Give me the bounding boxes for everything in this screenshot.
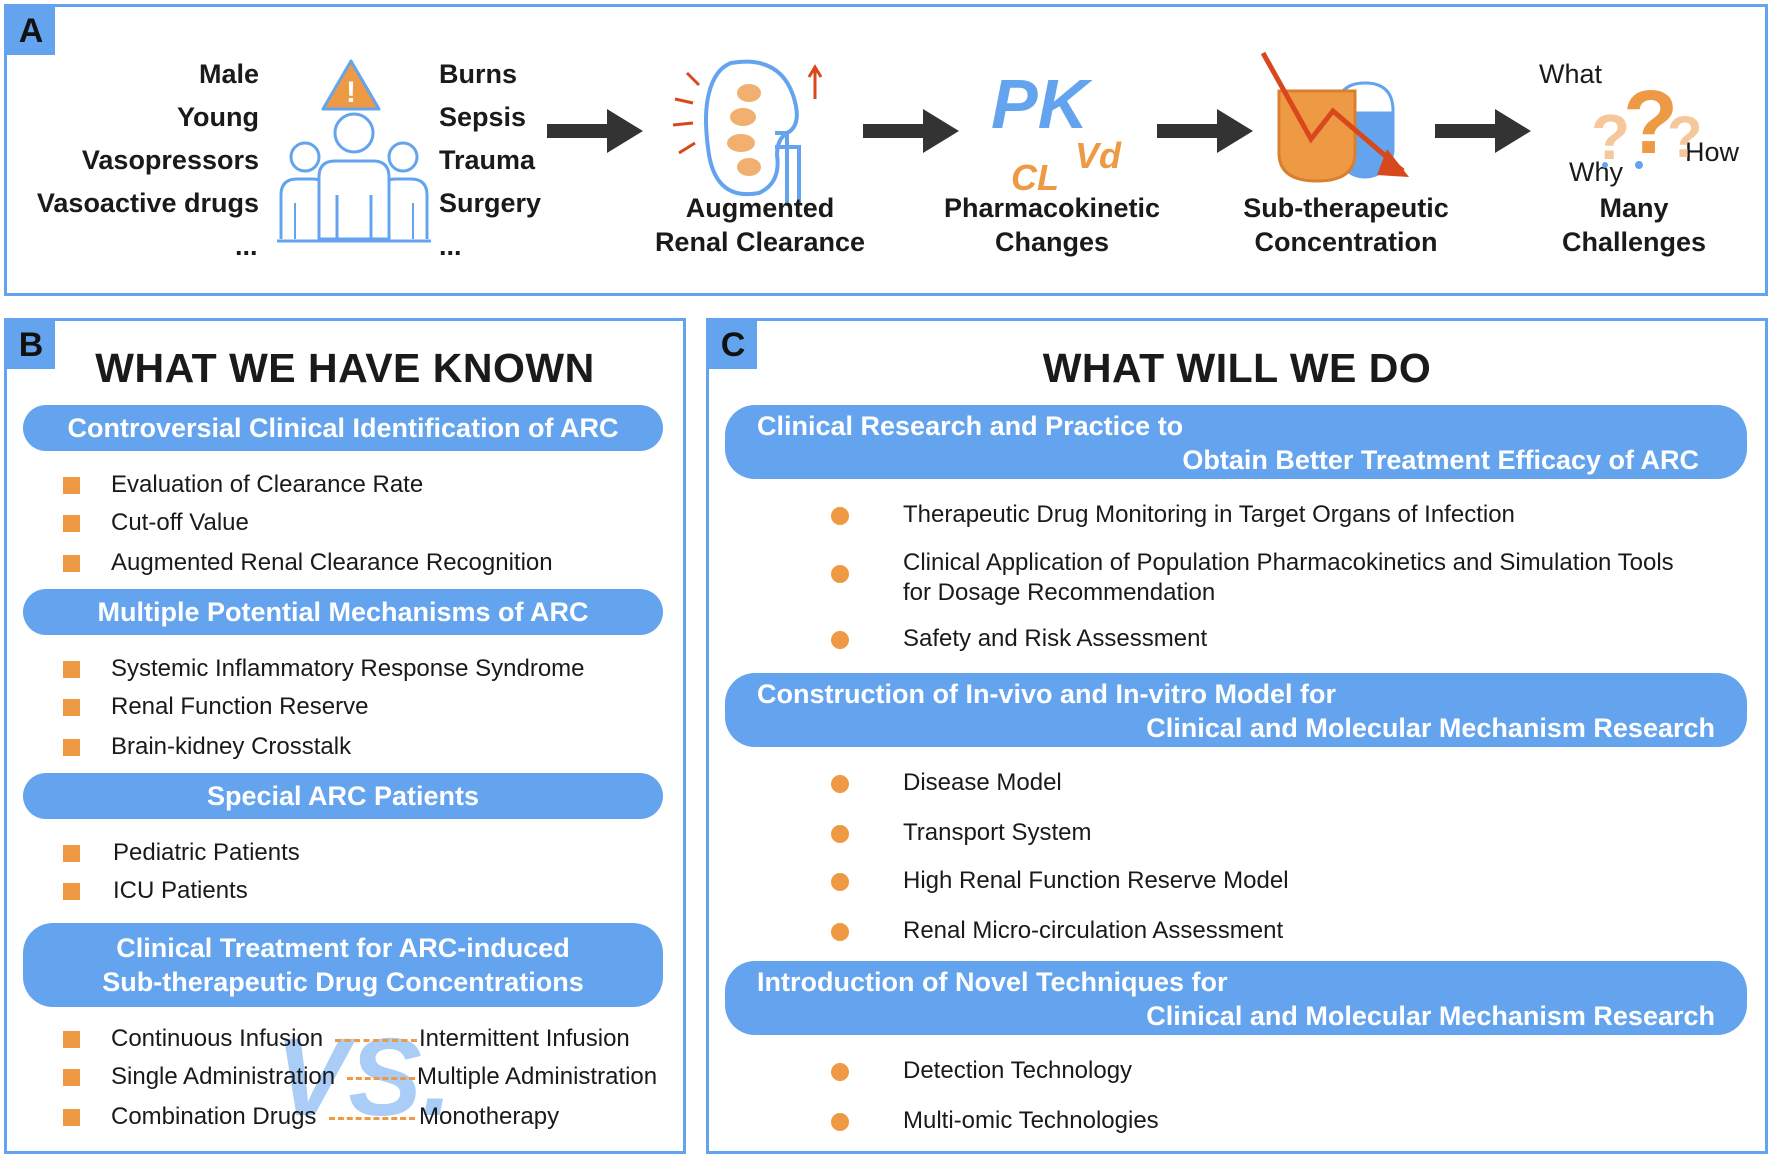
risk-factor-vasopressors: Vasopressors [81,145,259,175]
comparison-dash [329,1117,415,1120]
bullet-square [63,477,80,494]
panel-c: C WHAT WILL WE DO Clinical Research and … [706,318,1768,1154]
item-monotherapy: Monotherapy [419,1103,560,1130]
item-detection-technology: Detection Technology [903,1057,1133,1084]
section-clinical-identification-header: Controversial Clinical Identification of… [23,405,663,451]
risk-factor-right-more: ... [439,231,462,261]
panel-b-label: B [7,321,55,369]
bullet-dot [831,565,849,583]
pk-text: PK [991,65,1089,143]
risk-factor-trauma: Trauma [439,145,536,175]
item-pediatric-patients: Pediatric Patients [113,839,300,866]
risk-factor-burns: Burns [439,59,518,89]
svg-text:?: ? [1591,101,1630,171]
item-population-pk-line1: Clinical Application of Population Pharm… [903,549,1674,576]
item-intermittent-infusion: Intermittent Infusion [419,1025,630,1052]
item-icu-patients: ICU Patients [113,877,248,904]
bullet-square [63,739,80,756]
bullet-dot [831,1063,849,1081]
bullet-square [63,555,80,572]
step-many-challenges: Many Challenges [1561,193,1707,257]
panel-c-label: C [709,321,757,369]
item-sirs: Systemic Inflammatory Response Syndrome [111,655,585,682]
item-continuous-infusion: Continuous Infusion [111,1025,324,1052]
risk-factor-young: Young [177,102,259,132]
bullet-dot [831,507,849,525]
item-combination-drugs: Combination Drugs [111,1103,317,1130]
comparison-dash [335,1039,417,1042]
item-cut-off-value: Cut-off Value [111,509,249,536]
svg-text:?: ? [1623,73,1678,171]
step-pharmacokinetic-changes: Pharmacokinetic Changes [943,193,1161,257]
bullet-square [63,845,80,862]
section-mechanisms-header: Multiple Potential Mechanisms of ARC [23,589,663,635]
svg-text:!: ! [346,76,356,109]
question-why-label: Why [1569,157,1623,187]
risk-factor-sepsis: Sepsis [439,102,527,132]
item-transport-system: Transport System [903,819,1092,846]
bullet-dot [831,1113,849,1131]
panel-a-label: A [7,7,55,55]
step-sub-therapeutic-concentration: Sub-therapeutic Concentration [1243,193,1449,257]
cl-text: CL [1011,157,1059,198]
item-evaluation-of-clearance-rate: Evaluation of Clearance Rate [111,471,424,498]
panel-c-title: WHAT WILL WE DO [1042,345,1432,391]
bullet-square [63,883,80,900]
panel-a: A Male Young Vasopressors Vasoactive dru… [4,4,1768,296]
item-renal-micro-circulation: Renal Micro-circulation Assessment [903,917,1284,944]
risk-factor-male: Male [198,59,259,89]
flow-arrow-2 [863,109,959,153]
item-multi-omic-technologies: Multi-omic Technologies [903,1107,1159,1134]
svg-text:?: ? [1667,105,1702,170]
section-special-patients-header: Special ARC Patients [23,773,663,819]
vd-text: Vd [1075,135,1122,176]
risk-factor-surgery: Surgery [439,188,542,218]
step-augmented-renal-clearance: Augmented Renal Clearance [654,193,866,257]
question-marks-icon: ? ? ? [1591,73,1702,171]
item-brain-kidney-crosstalk: Brain-kidney Crosstalk [111,733,352,760]
flow-arrow-4 [1435,109,1531,153]
comparison-dash [347,1077,415,1080]
item-renal-function-reserve: Renal Function Reserve [111,693,369,720]
item-high-rfr-model: High Renal Function Reserve Model [903,867,1289,894]
bullet-dot [831,825,849,843]
question-what-label: What [1539,59,1603,89]
flow-arrow-3 [1157,109,1253,153]
item-safety-risk-assessment: Safety and Risk Assessment [903,625,1208,652]
panel-b: B WHAT WE HAVE KNOWN Controversial Clini… [4,318,686,1154]
patients-warning-icon: ! [277,59,431,243]
item-population-pk-line2: for Dosage Recommendation [903,579,1216,606]
bullet-square [63,1109,80,1126]
bullet-dot [831,631,849,649]
item-arc-recognition: Augmented Renal Clearance Recognition [111,549,553,576]
bullet-dot [831,923,849,941]
risk-factor-left-more: ... [235,231,258,261]
flow-arrow-1 [547,109,643,153]
bullet-dot [831,775,849,793]
bullet-square [63,1031,80,1048]
question-how-label: How [1685,137,1740,167]
section-novel-techniques-header: Introduction of Novel Techniques for Cli… [725,961,1747,1035]
bullet-square [63,699,80,716]
item-disease-model: Disease Model [903,769,1062,796]
section-model-construction-header: Construction of In-vivo and In-vitro Mod… [725,673,1747,747]
risk-factor-vasoactive-drugs: Vasoactive drugs [36,188,259,218]
bullet-dot [831,873,849,891]
concentration-decline-icon [1260,51,1409,183]
bullet-square [63,661,80,678]
bullet-square [63,1069,80,1086]
item-multiple-administration: Multiple Administration [417,1063,658,1090]
item-single-administration: Single Administration [111,1063,336,1090]
bullet-square [63,515,80,532]
panel-b-title: WHAT WE HAVE KNOWN [95,345,595,391]
section-clinical-treatment-header: Clinical Treatment for ARC-induced Sub-t… [23,923,663,1007]
kidney-icon [672,59,823,205]
section-clinical-research-header: Clinical Research and Practice to Obtain… [725,405,1747,479]
item-therapeutic-drug-monitoring: Therapeutic Drug Monitoring in Target Or… [903,501,1515,528]
